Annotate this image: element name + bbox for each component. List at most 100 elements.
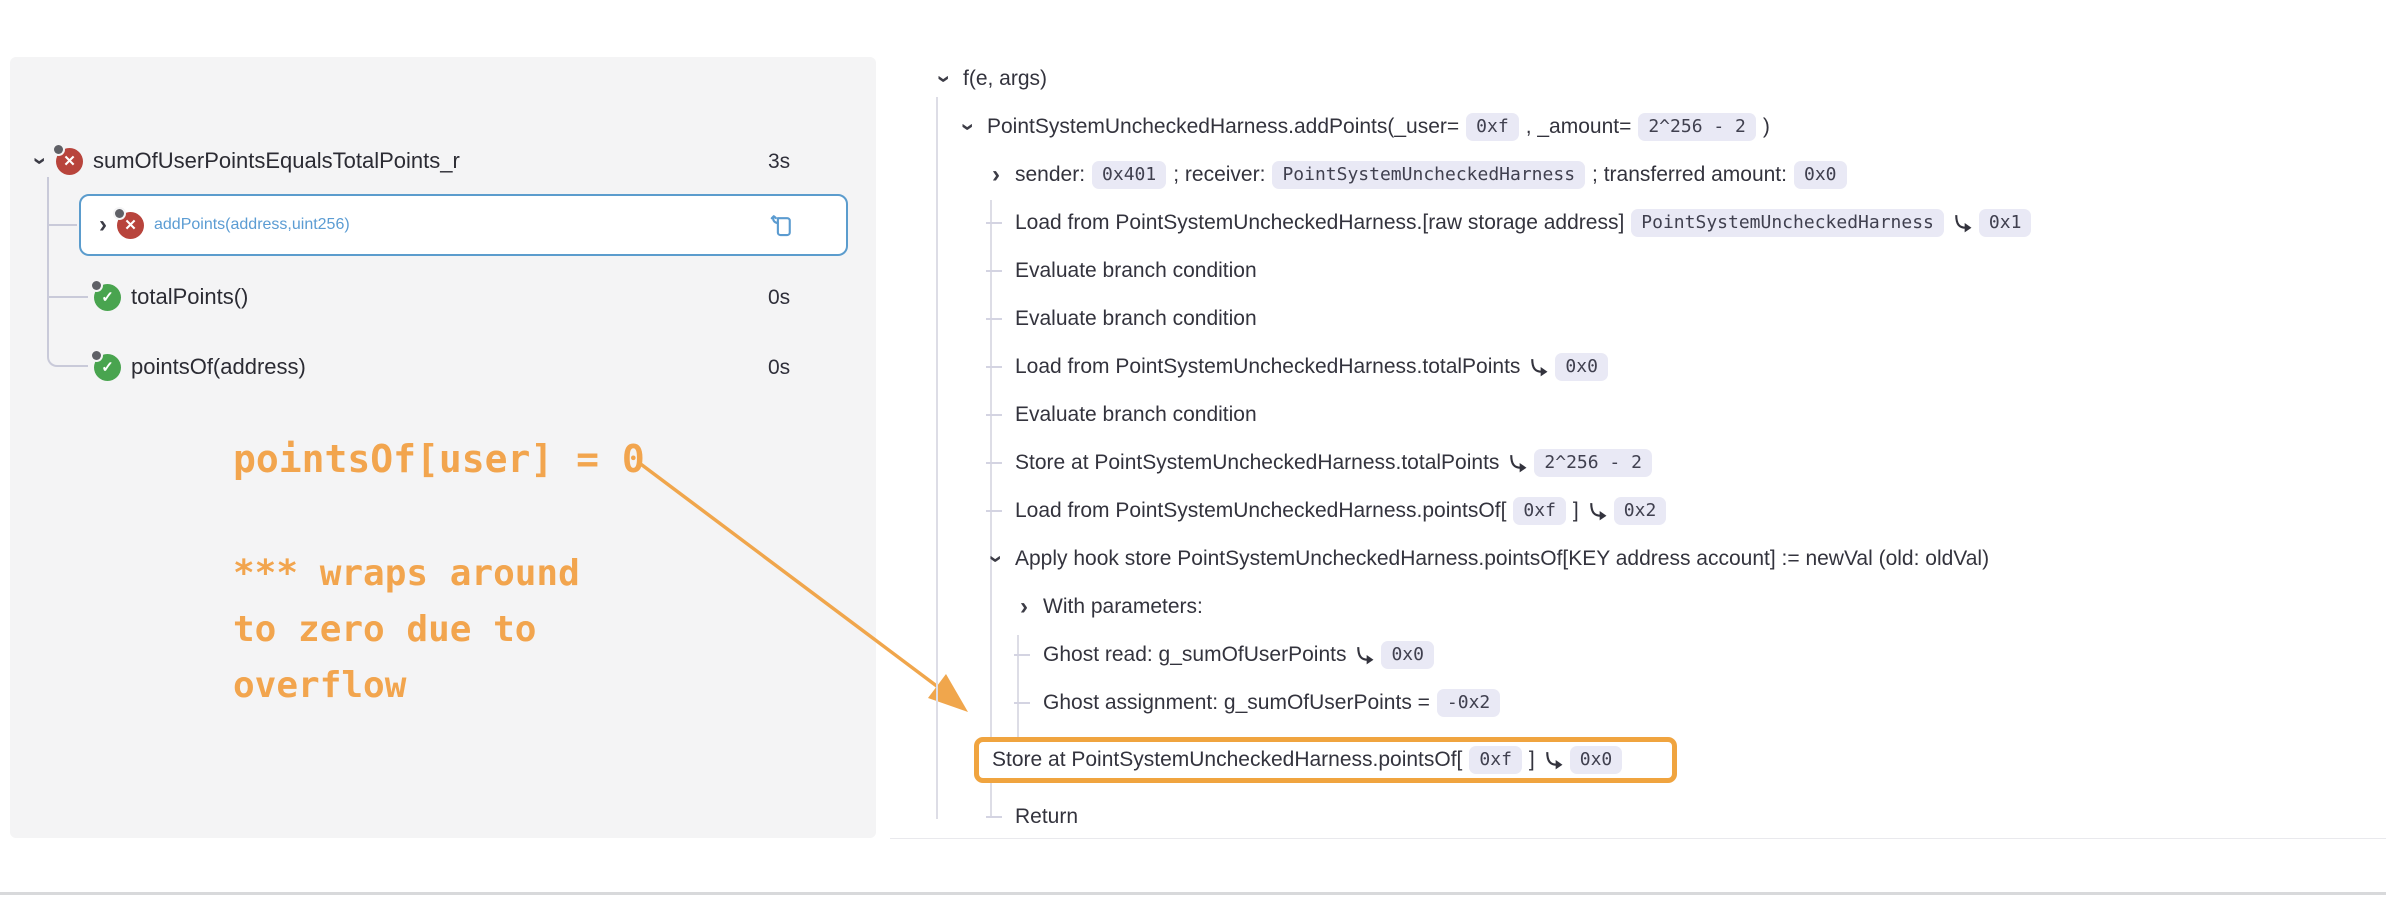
trace-row[interactable]: Store at PointSystemUncheckedHarness.tot… <box>986 439 2386 487</box>
annotation-note: *** wraps around to zero due to overflow <box>233 553 580 706</box>
trace-text: , _amount= <box>1525 115 1632 138</box>
chevron-right-icon: › <box>992 161 1000 188</box>
chevron-down-icon[interactable]: › <box>931 67 958 91</box>
trace-row[interactable]: Ghost assignment: g_sumOfUserPoints =-0x… <box>1014 679 2386 727</box>
trace-text: Load from PointSystemUncheckedHarness.to… <box>1015 355 1521 378</box>
trace-text: Evaluate branch condition <box>1015 259 1257 282</box>
tree-connector <box>47 177 49 353</box>
trace-row[interactable]: Load from PointSystemUncheckedHarness.to… <box>986 343 2386 391</box>
tree-connector <box>47 351 88 367</box>
value-arrow-icon <box>1353 645 1374 666</box>
check-glyph: ✓ <box>101 289 114 306</box>
chevron-down-icon[interactable]: › <box>983 547 1010 571</box>
value-badge: PointSystemUncheckedHarness <box>1631 208 1944 238</box>
sidebar-item-totalpoints[interactable]: ✓ totalPoints() <box>92 273 249 321</box>
trace-row[interactable]: › PointSystemUncheckedHarness.addPoints(_… <box>955 103 2386 151</box>
trace-row[interactable]: ›sender:0x401; receiver:PointSystemUnche… <box>986 151 2386 199</box>
tree-elbow-connector <box>986 222 1008 224</box>
copy-button[interactable] <box>764 208 798 242</box>
tree-elbow-connector <box>986 414 1008 416</box>
trace-text: PointSystemUncheckedHarness.addPoints(_u… <box>987 115 1460 138</box>
value-arrow-icon <box>1542 750 1563 771</box>
trace-text: ] <box>1528 748 1535 771</box>
trace-row[interactable]: › f(e, args) <box>931 55 2386 103</box>
value-badge: 0x1 <box>1978 208 2032 238</box>
tree-connector <box>47 224 77 226</box>
method-name: addPoints(address,uint256) <box>154 216 350 233</box>
sidebar-item-rule[interactable]: › ✕ sumOfUserPointsEqualsTotalPoints_r <box>27 137 460 185</box>
trace-row[interactable]: Load from PointSystemUncheckedHarness.[r… <box>986 199 2386 247</box>
value-arrow-icon <box>1531 358 1548 376</box>
tree-elbow-connector <box>986 366 1008 368</box>
value-arrow-icon <box>1545 751 1563 769</box>
chevron-down-icon[interactable]: › <box>27 157 54 165</box>
trace-row[interactable]: ›Apply hook store PointSystemUncheckedHa… <box>983 535 2386 583</box>
value-arrow-icon <box>1527 357 1548 378</box>
copy-icon <box>770 215 791 237</box>
value-arrow-icon <box>1506 453 1527 474</box>
trace-rows: › f(e, args) › PointSystemUncheckedHarness.… <box>920 55 2386 841</box>
trace-text: Load from PointSystemUncheckedHarness.po… <box>1015 499 1507 522</box>
chevron-right-icon[interactable]: › <box>986 163 1008 187</box>
highlighted-store-row[interactable]: Store at PointSystemUncheckedHarness.poi… <box>974 736 1678 784</box>
trace-row[interactable]: Return <box>986 793 2386 841</box>
sidebar-item-addpoints-selected[interactable]: › ✕ addPoints(address,uint256) <box>79 194 848 256</box>
tree-elbow-connector <box>986 270 1008 272</box>
sidebar-item-pointsof[interactable]: ✓ pointsOf(address) <box>92 343 306 391</box>
trace-text: Return <box>1015 805 1079 828</box>
value-badge: 0xf <box>1466 112 1519 142</box>
trace-text: Evaluate branch condition <box>1015 403 1257 426</box>
value-badge: -0x2 <box>1436 688 1501 718</box>
trace-text: Ghost read: g_sumOfUserPoints <box>1043 643 1347 666</box>
method-name: pointsOf(address) <box>131 354 306 379</box>
chevron-right-icon: › <box>1020 593 1028 620</box>
trace-row[interactable]: Evaluate branch condition <box>986 391 2386 439</box>
trace-text: ) <box>1762 115 1770 138</box>
tree-elbow-connector <box>1014 654 1036 656</box>
trace-bottom-border <box>890 838 2386 839</box>
annotation-headline: pointsOf[user] = 0 <box>233 437 645 481</box>
trace-row[interactable]: ›With parameters: <box>1014 583 2386 631</box>
tree-elbow-connector <box>1014 702 1036 704</box>
error-status-icon: ✕ <box>54 144 83 175</box>
rule-tree-panel: › ✕ sumOfUserPointsEqualsTotalPoints_r 3… <box>10 57 876 838</box>
value-arrow-icon <box>1357 646 1374 664</box>
page-bottom-divider <box>0 892 2386 895</box>
value-badge: 0x0 <box>1793 160 1847 190</box>
trace-text: Store at PointSystemUncheckedHarness.poi… <box>992 748 1463 771</box>
value-arrow-icon <box>1951 213 1972 234</box>
value-badge: PointSystemUncheckedHarness <box>1272 160 1586 190</box>
value-badge: 2^256 - 2 <box>1534 448 1652 478</box>
trace-row[interactable]: Evaluate branch condition <box>986 295 2386 343</box>
pass-status-icon: ✓ <box>92 280 121 311</box>
tree-elbow-connector <box>986 816 1008 818</box>
check-glyph: ✓ <box>101 359 114 376</box>
method-name: totalPoints() <box>131 284 249 309</box>
chevron-right-icon[interactable]: › <box>99 211 107 238</box>
chevron-down-icon[interactable]: › <box>955 115 982 139</box>
trace-text: ; transferred amount: <box>1592 163 1787 186</box>
value-badge: 2^256 - 2 <box>1638 112 1756 142</box>
value-badge: 0xf <box>1469 745 1522 775</box>
tree-elbow-connector <box>986 318 1008 320</box>
trace-text: Store at PointSystemUncheckedHarness.tot… <box>1015 451 1500 474</box>
value-badge: 0x0 <box>1555 352 1608 382</box>
tree-guide <box>1017 635 1019 760</box>
trace-text: ] <box>1572 499 1579 522</box>
method-time: 0s <box>768 356 791 379</box>
trace-text: f(e, args) <box>963 67 1048 90</box>
pass-status-icon: ✓ <box>92 350 121 381</box>
trace-text: Evaluate branch condition <box>1015 307 1257 330</box>
tree-guide <box>990 200 992 817</box>
chevron-down-icon: › <box>955 123 982 131</box>
trace-row[interactable]: Load from PointSystemUncheckedHarness.po… <box>986 487 2386 535</box>
chevron-down-icon: › <box>931 75 958 83</box>
trace-row[interactable]: Store at PointSystemUncheckedHarness.poi… <box>974 727 2386 793</box>
error-glyph: ✕ <box>63 153 76 170</box>
call-trace-panel: › f(e, args) › PointSystemUncheckedHarness.… <box>920 55 2386 841</box>
trace-row[interactable]: Evaluate branch condition <box>986 247 2386 295</box>
chevron-right-icon[interactable]: › <box>1014 595 1036 619</box>
value-badge: 0x2 <box>1613 496 1667 526</box>
